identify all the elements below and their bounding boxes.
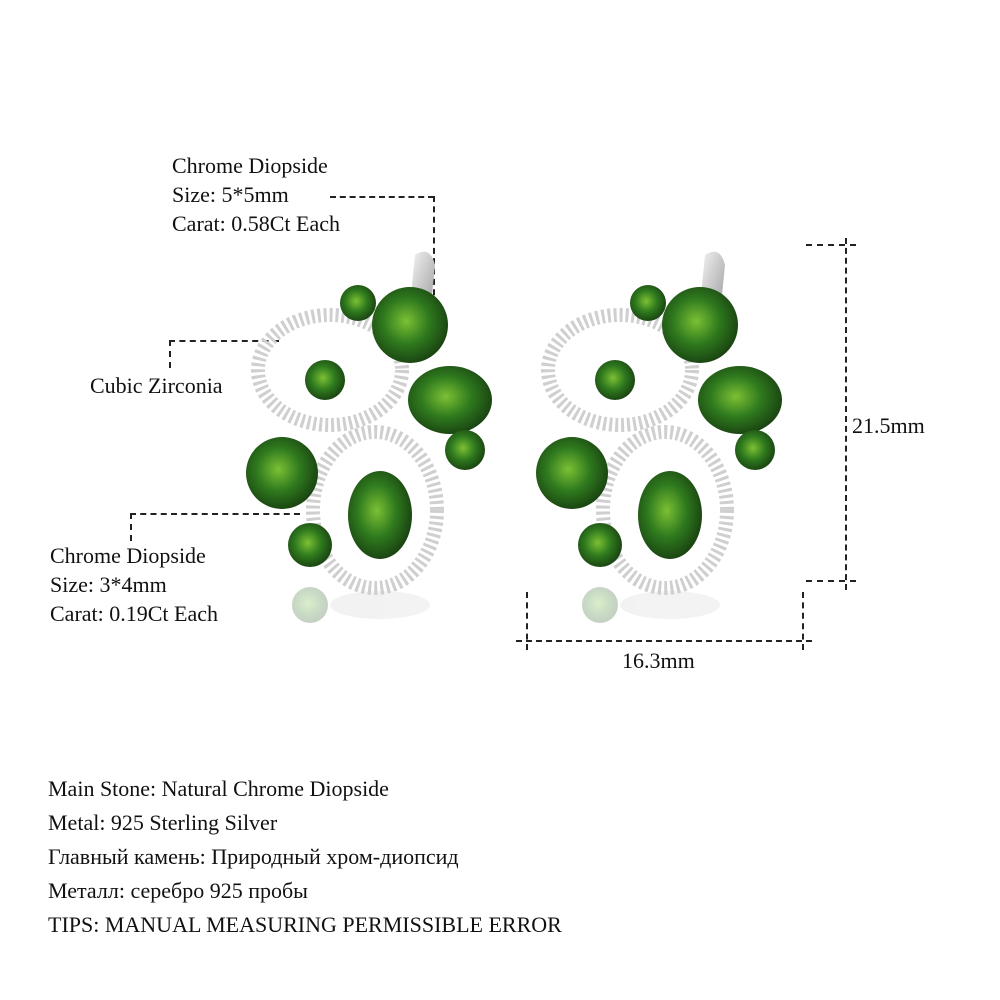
callout-top-carat: Carat: 0.58Ct Each bbox=[172, 211, 341, 236]
dim-width-line bbox=[516, 640, 812, 642]
dim-height-label: 21.5mm bbox=[852, 413, 925, 438]
callout-bottom-size: Size: 3*4mm bbox=[50, 572, 167, 597]
callout-top-size: Size: 5*5mm bbox=[172, 182, 289, 207]
dim-width-label: 16.3mm bbox=[622, 648, 695, 673]
dim-width-right-tick bbox=[802, 592, 804, 650]
spec-main-stone: Main Stone: Natural Chrome Diopside bbox=[48, 776, 389, 801]
callout-bottom-leader-v bbox=[130, 513, 132, 541]
dim-height-bottom-tick bbox=[806, 580, 856, 582]
earring-left-image bbox=[246, 251, 492, 623]
callout-top-leader-v bbox=[433, 196, 435, 316]
spec-metal-ru: Металл: серебро 925 пробы bbox=[48, 878, 308, 903]
callout-middle-leader-v bbox=[169, 340, 171, 368]
dim-height-line bbox=[845, 238, 847, 590]
spec-tips: TIPS: MANUAL MEASURING PERMISSIBLE ERROR bbox=[48, 912, 562, 937]
dim-height-top-tick bbox=[806, 244, 856, 246]
dim-width-left-tick bbox=[526, 592, 528, 650]
callout-bottom-leader-h bbox=[130, 513, 300, 515]
specs-list: Main Stone: Natural Chrome Diopside Meta… bbox=[48, 772, 562, 942]
spec-main-stone-ru: Главный камень: Природный хром-диопсид bbox=[48, 844, 459, 869]
spec-metal: Metal: 925 Sterling Silver bbox=[48, 810, 278, 835]
callout-middle-leader-h bbox=[169, 340, 279, 342]
callout-top-leader-h bbox=[330, 196, 434, 198]
callout-bottom-carat: Carat: 0.19Ct Each bbox=[50, 601, 219, 626]
callout-middle-title: Cubic Zirconia bbox=[90, 373, 223, 398]
earring-right-image bbox=[536, 251, 782, 623]
callout-bottom-title: Chrome Diopside bbox=[50, 543, 206, 568]
callout-top-title: Chrome Diopside bbox=[172, 153, 328, 178]
